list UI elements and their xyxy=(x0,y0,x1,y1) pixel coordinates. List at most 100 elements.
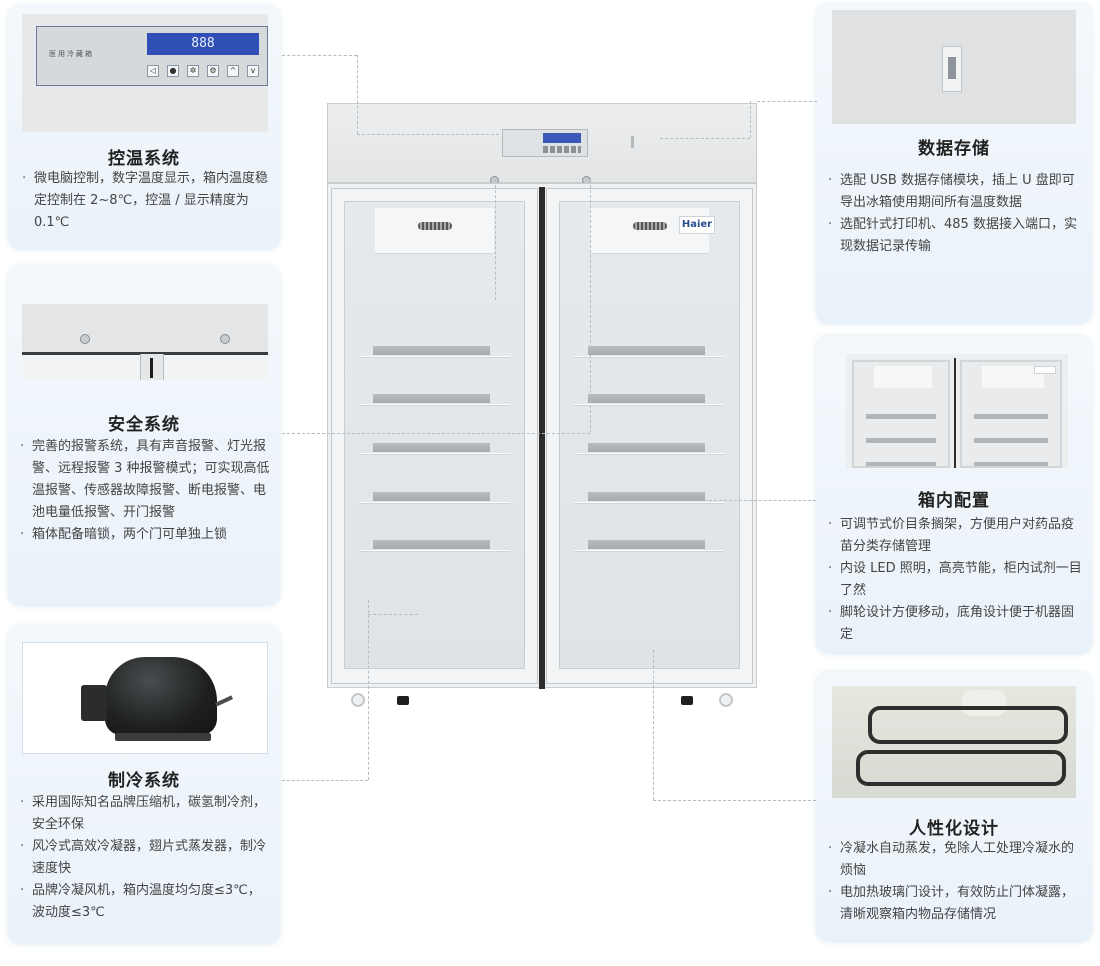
leader-line xyxy=(282,780,368,781)
interior-right-door xyxy=(960,360,1062,468)
fan-box xyxy=(874,366,932,388)
shelf xyxy=(974,462,1048,466)
control-panel-photo: 医用冷藏箱 888 ◁ ● ✲ ⚙ ^ v xyxy=(22,14,268,132)
shelf xyxy=(574,492,725,506)
medical-refrigerator: Haier xyxy=(327,103,757,707)
feature-bullets: 选配 USB 数据存储模块，插上 U 盘即可导出冰箱使用期间所有温度数据 选配针… xyxy=(828,170,1084,258)
shelf xyxy=(359,443,510,457)
leader-line xyxy=(660,138,750,139)
shelf xyxy=(574,394,725,408)
feature-bullet: 风冷式高效冷凝器，翅片式蒸发器，制冷速度快 xyxy=(20,836,272,880)
heater-coil-photo xyxy=(832,686,1076,798)
feature-bullet: 完善的报警系统，具有声音报警、灯光报警、远程报警 3 种报警模式；可实现高低温报… xyxy=(20,436,272,524)
alarm-mute-icon: ◁ xyxy=(147,65,159,77)
leader-line xyxy=(590,180,591,433)
feature-card-data-storage: 数据存储 选配 USB 数据存储模块，插上 U 盘即可导出冰箱使用期间所有温度数… xyxy=(816,4,1092,324)
leveling-foot xyxy=(397,696,409,705)
lock-icon xyxy=(220,334,230,344)
control-keys: ◁ ● ✲ ⚙ ^ v xyxy=(147,65,259,79)
leader-line xyxy=(368,600,369,780)
door-seam xyxy=(22,352,268,355)
compressor-body xyxy=(105,657,217,735)
feature-bullet: 选配 USB 数据存储模块，插上 U 盘即可导出冰箱使用期间所有温度数据 xyxy=(828,170,1084,214)
feature-bullets: 可调节式价目条搁架，方便用户对药品疫苗分类存储管理 内设 LED 照明，高亮节能… xyxy=(828,514,1084,646)
haier-logo-small xyxy=(1034,366,1056,374)
settings-icon: ⚙ xyxy=(207,65,219,77)
fan-icon: ✲ xyxy=(187,65,199,77)
interior-shelves-photo xyxy=(846,354,1068,468)
right-door: Haier xyxy=(546,188,753,684)
compressor-photo xyxy=(22,642,268,754)
feature-bullets: 微电脑控制，数字温度显示，箱内温度稳定控制在 2~8℃，控温 / 显示精度为 0… xyxy=(22,168,272,234)
feature-bullets: 完善的报警系统，具有声音报警、灯光报警、远程报警 3 种报警模式；可实现高低温报… xyxy=(20,436,272,546)
shelf xyxy=(974,414,1048,419)
feature-bullet: 微电脑控制，数字温度显示，箱内温度稳定控制在 2~8℃，控温 / 显示精度为 0… xyxy=(22,168,272,234)
down-arrow-icon: v xyxy=(247,65,259,77)
fan-icon xyxy=(632,222,667,230)
feature-bullet: 可调节式价目条搁架，方便用户对药品疫苗分类存储管理 xyxy=(828,514,1084,558)
leader-line xyxy=(357,55,358,134)
leveling-foot xyxy=(681,696,693,705)
feature-bullet: 箱体配备暗锁，两个门可单独上锁 xyxy=(20,524,272,546)
compressor-base xyxy=(115,733,211,741)
compressor-pipe xyxy=(214,695,234,707)
shelf xyxy=(359,540,510,554)
leader-line xyxy=(653,800,816,801)
left-door-glass xyxy=(344,201,525,669)
up-arrow-icon: ^ xyxy=(227,65,239,77)
feature-bullet: 品牌冷凝风机，箱内温度均匀度≤3℃，波动度≤3℃ xyxy=(20,880,272,924)
shelf xyxy=(359,492,510,506)
shelf xyxy=(974,438,1048,443)
fan-icon xyxy=(417,222,452,230)
brand-logo: Haier xyxy=(679,216,715,234)
right-door-glass: Haier xyxy=(559,201,740,669)
light-icon: ● xyxy=(167,65,179,77)
feature-bullets: 采用国际知名品牌压缩机，碳氢制冷剂，安全环保 风冷式高效冷凝器，翅片式蒸发器，制… xyxy=(20,792,272,924)
leader-line xyxy=(368,614,418,615)
door-divider xyxy=(954,358,956,468)
feature-title: 箱内配置 xyxy=(918,491,990,511)
feature-bullet: 电加热玻璃门设计，有效防止门体凝露，清晰观察箱内物品存储情况 xyxy=(828,882,1084,926)
fridge-top-panel xyxy=(327,103,757,183)
feature-card-refrigeration: 制冷系统 采用国际知名品牌压缩机，碳氢制冷剂，安全环保 风冷式高效冷凝器，翅片式… xyxy=(8,626,280,944)
leader-line xyxy=(357,134,499,135)
usb-slot xyxy=(948,57,956,79)
fan-box xyxy=(375,208,494,254)
shelf xyxy=(866,414,936,419)
feature-bullet: 采用国际知名品牌压缩机，碳氢制冷剂，安全环保 xyxy=(20,792,272,836)
fan-box xyxy=(982,366,1044,388)
leader-line xyxy=(620,500,816,501)
drain-fitting xyxy=(962,690,1006,716)
leader-line xyxy=(750,101,751,138)
feature-card-humanized: 人性化设计 冷凝水自动蒸发，免除人工处理冷凝水的烦恼 电加热玻璃门设计，有效防止… xyxy=(816,672,1092,942)
lock-icon xyxy=(80,334,90,344)
shelf xyxy=(574,540,725,554)
feature-title: 制冷系统 xyxy=(108,771,180,791)
heater-coil xyxy=(868,706,1068,744)
leader-line xyxy=(757,101,817,102)
compressor-relay xyxy=(81,685,107,721)
door-lock-photo xyxy=(22,304,268,380)
feature-card-interior: 箱内配置 可调节式价目条搁架，方便用户对药品疫苗分类存储管理 内设 LED 照明… xyxy=(816,336,1092,654)
feature-bullet: 选配针式打印机、485 数据接入端口，实现数据记录传输 xyxy=(828,214,1084,258)
shelf xyxy=(866,462,936,466)
feature-title: 人性化设计 xyxy=(909,819,999,839)
caster-wheel xyxy=(719,693,733,707)
fridge-control-panel xyxy=(502,129,588,157)
door-seam xyxy=(539,187,545,689)
leader-line xyxy=(282,55,357,56)
feature-title: 安全系统 xyxy=(108,415,180,435)
shelf xyxy=(866,438,936,443)
fridge-buttons xyxy=(543,146,581,153)
feature-bullet: 脚轮设计方便移动，底角设计便于机器固定 xyxy=(828,602,1084,646)
usb-port-icon xyxy=(942,46,962,92)
usb-port-photo xyxy=(832,10,1076,124)
control-panel-label: 医用冷藏箱 xyxy=(49,50,94,58)
temperature-display: 888 xyxy=(147,33,259,55)
feature-bullets: 冷凝水自动蒸发，免除人工处理冷凝水的烦恼 电加热玻璃门设计，有效防止门体凝露，清… xyxy=(828,838,1084,926)
door-gap xyxy=(150,358,153,378)
fridge-display xyxy=(543,133,581,143)
leader-line xyxy=(495,180,496,300)
leader-line xyxy=(653,650,654,800)
feature-card-safety: 安全系统 完善的报警系统，具有声音报警、灯光报警、远程报警 3 种报警模式；可实… xyxy=(8,266,280,606)
